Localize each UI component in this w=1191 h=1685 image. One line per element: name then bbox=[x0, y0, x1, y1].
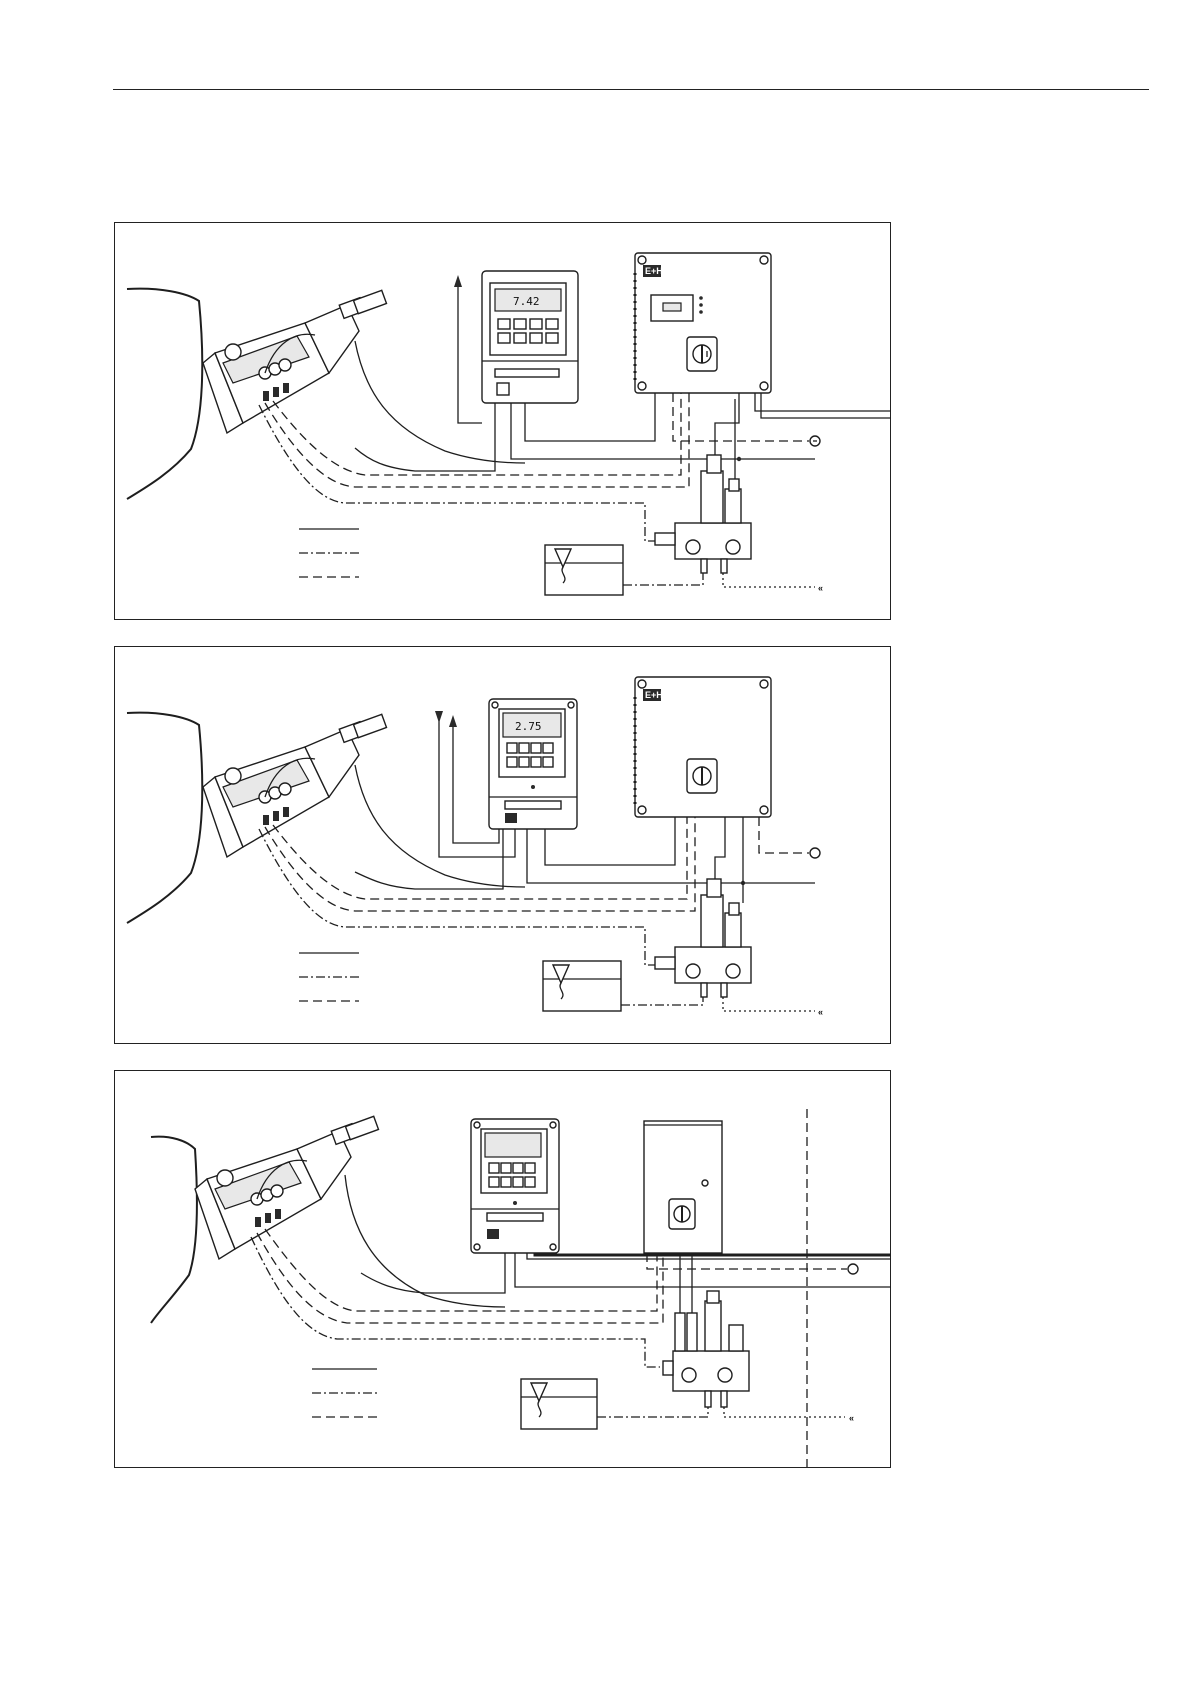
air-supply-line bbox=[723, 573, 815, 587]
legend-1 bbox=[299, 529, 359, 577]
ground-line bbox=[673, 393, 809, 441]
valve-block bbox=[655, 455, 751, 573]
transmitter-unit: 2.75 bbox=[489, 699, 577, 829]
water-supply-symbol bbox=[545, 545, 623, 595]
water-supply-symbol bbox=[543, 961, 621, 1011]
legend-2 bbox=[299, 953, 359, 1001]
installation-diagram-1: 7.42 E+H bbox=[115, 223, 892, 621]
air-supply-arrow: « bbox=[818, 583, 823, 593]
installation-diagram-2: 2.75 E+H bbox=[115, 647, 892, 1045]
tank-wall bbox=[151, 1137, 197, 1323]
tank-wall bbox=[127, 713, 202, 923]
air-supply-line bbox=[723, 997, 815, 1011]
air-supply-arrow: « bbox=[818, 1007, 823, 1017]
installation-diagram-3: « bbox=[115, 1071, 892, 1469]
figure-panel-1: 7.42 E+H bbox=[114, 222, 891, 620]
ground-line bbox=[759, 817, 809, 853]
control-cabinet: E+H bbox=[635, 253, 771, 393]
transmitter-display-value: 7.42 bbox=[513, 295, 540, 308]
transmitter-unit: 7.42 bbox=[482, 271, 578, 403]
air-supply-line bbox=[724, 1407, 845, 1417]
cabinet-logo: E+H bbox=[645, 266, 663, 276]
ground-symbol bbox=[810, 848, 820, 858]
retractable-assembly bbox=[203, 290, 386, 433]
tank-wall bbox=[127, 289, 202, 499]
figure-panel-3: « bbox=[114, 1070, 891, 1468]
signal-output-arrow bbox=[454, 275, 462, 287]
air-supply-arrow: « bbox=[849, 1413, 854, 1423]
header-rule bbox=[113, 89, 1149, 90]
figure-panel-2: 2.75 E+H bbox=[114, 646, 891, 1044]
water-line bbox=[597, 1407, 708, 1417]
valve-block bbox=[655, 879, 751, 997]
signal-input-arrow bbox=[435, 711, 443, 723]
legend-3 bbox=[312, 1369, 377, 1417]
water-line bbox=[623, 573, 703, 585]
ground-symbol bbox=[848, 1264, 858, 1274]
cabinet-logo: E+H bbox=[645, 690, 663, 700]
transmitter-display-value: 2.75 bbox=[515, 720, 542, 733]
retractable-assembly bbox=[195, 1116, 378, 1259]
signal-output-arrow bbox=[449, 715, 457, 727]
transmitter-unit bbox=[471, 1119, 559, 1253]
water-supply-symbol bbox=[521, 1379, 597, 1429]
control-cabinet bbox=[644, 1121, 722, 1253]
valve-block bbox=[663, 1291, 749, 1407]
signal-output-line bbox=[458, 283, 482, 423]
retractable-assembly bbox=[203, 714, 386, 857]
control-cabinet: E+H bbox=[635, 677, 771, 817]
water-line bbox=[621, 997, 703, 1005]
